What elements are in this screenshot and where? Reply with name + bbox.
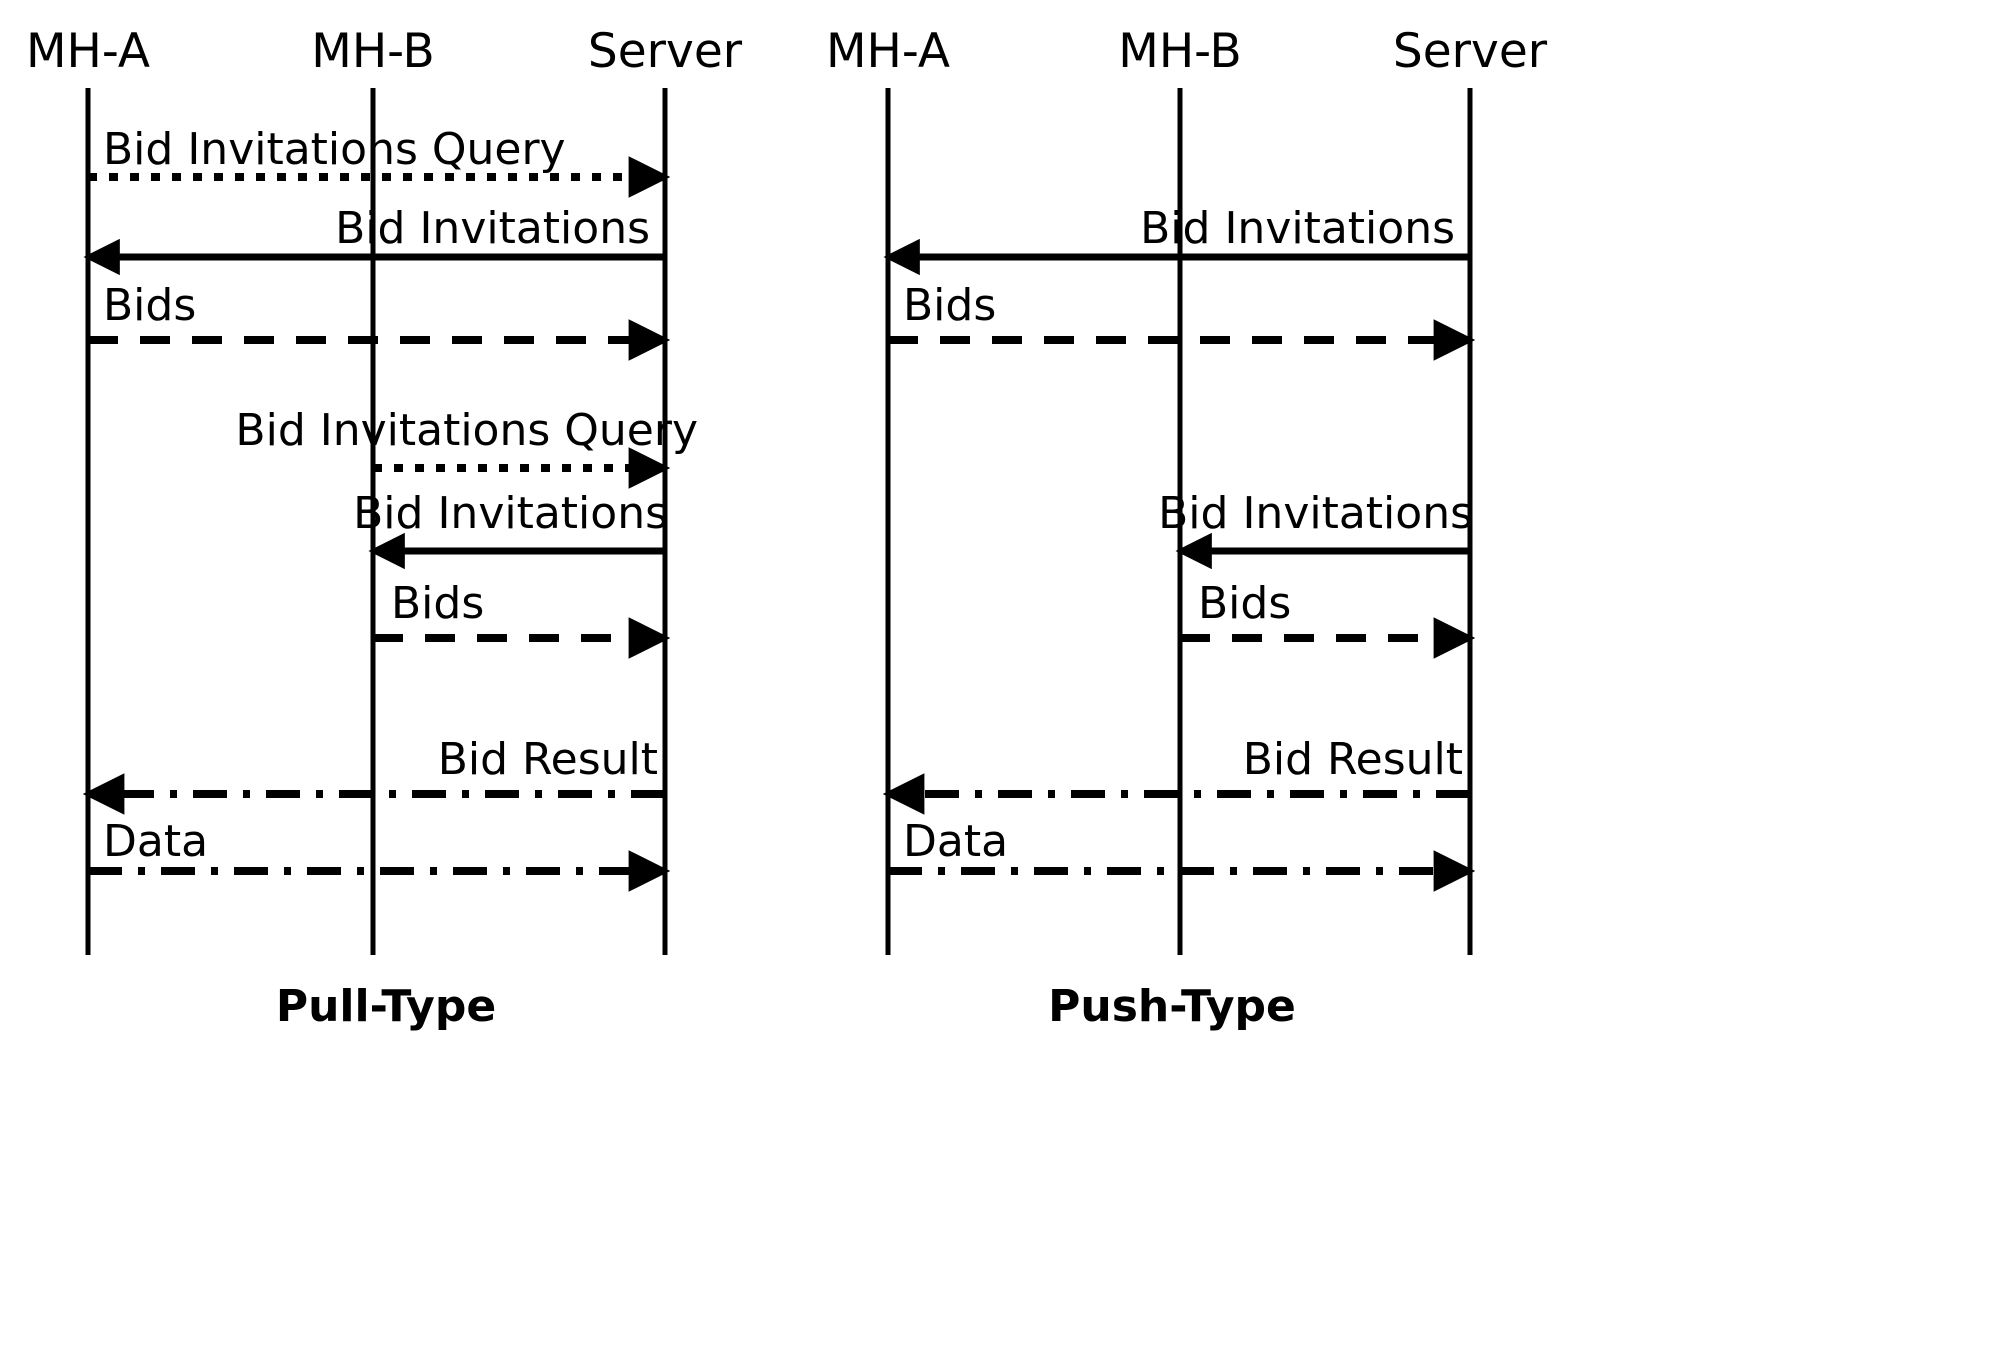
message-label-pull-type-6: Bid Result bbox=[437, 734, 658, 785]
message-label-pull-type-0: Bid Invitations Query bbox=[103, 124, 566, 175]
message-label-pull-type-3: Bid Invitations Query bbox=[235, 405, 698, 456]
diagram-caption-push-type: Push-Type bbox=[1048, 981, 1296, 1032]
message-label-push-type-4: Bid Result bbox=[1242, 734, 1463, 785]
column-header-pull-type-mh-b: MH-B bbox=[311, 24, 435, 79]
diagram-caption-pull-type: Pull-Type bbox=[275, 981, 497, 1032]
column-header-push-type-mh-a: MH-A bbox=[826, 24, 950, 79]
message-label-push-type-3: Bids bbox=[1198, 578, 1292, 629]
message-label-pull-type-4: Bid Invitations bbox=[353, 488, 668, 539]
message-label-push-type-5: Data bbox=[903, 816, 1009, 867]
column-header-push-type-mh-b: MH-B bbox=[1118, 24, 1242, 79]
message-label-push-type-1: Bids bbox=[903, 280, 997, 331]
message-label-pull-type-5: Bids bbox=[391, 578, 485, 629]
column-header-pull-type-server: Server bbox=[587, 24, 743, 79]
column-header-push-type-server: Server bbox=[1392, 24, 1548, 79]
message-label-pull-type-1: Bid Invitations bbox=[335, 203, 650, 254]
column-header-pull-type-mh-a: MH-A bbox=[26, 24, 150, 79]
messages-group bbox=[82, 156, 1476, 892]
message-label-push-type-2: Bid Invitations bbox=[1158, 488, 1473, 539]
message-label-pull-type-2: Bids bbox=[103, 280, 197, 331]
message-label-pull-type-7: Data bbox=[103, 816, 209, 867]
message-label-push-type-0: Bid Invitations bbox=[1140, 203, 1455, 254]
